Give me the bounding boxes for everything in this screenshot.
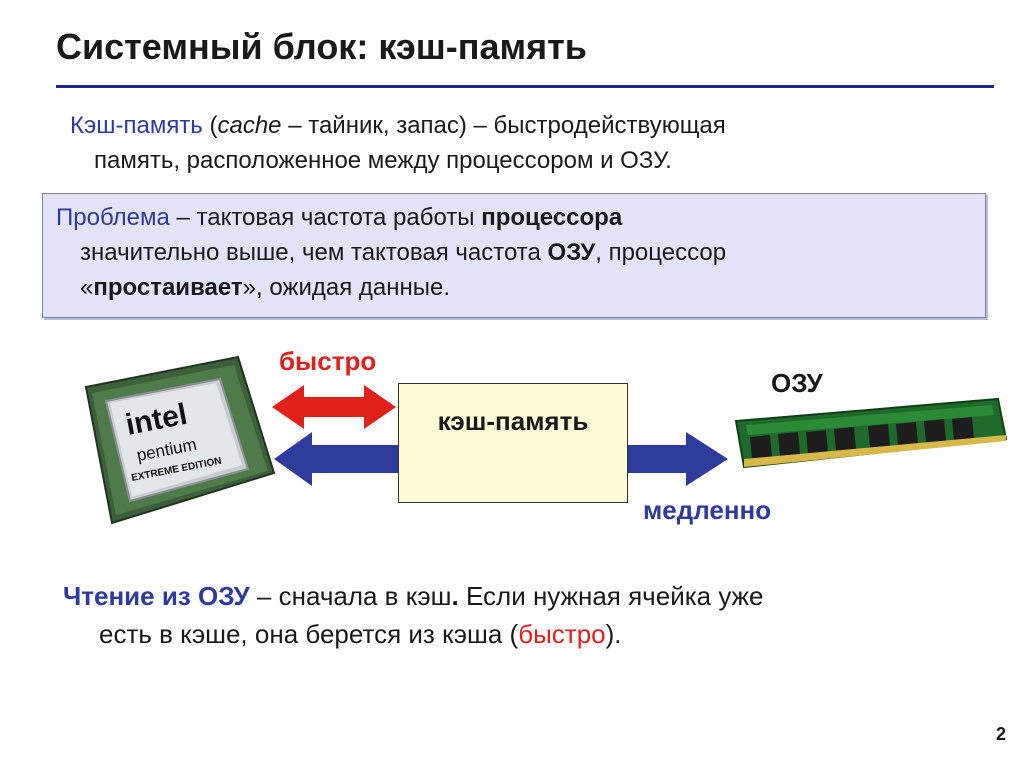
problem-quote-open: «	[80, 274, 94, 301]
problem-line-2: значительно выше, чем тактовая частота О…	[56, 235, 976, 270]
ram-module-image	[734, 397, 1008, 469]
cache-memory-label: кэш-память	[437, 406, 589, 436]
definition-paren-rest: – тайник, запас) – быстродействующая	[281, 112, 726, 139]
definition-line-2: память, расположенное между процессором …	[94, 147, 672, 174]
problem-text-5: », ожидая данные.	[242, 274, 451, 301]
cache-memory-box	[398, 383, 628, 503]
definition-paren-open: (	[202, 112, 218, 139]
title-divider	[56, 85, 994, 88]
slide-title: Системный блок: кэш-память	[56, 26, 587, 67]
fast-arrow	[272, 385, 396, 429]
problem-text-1: – тактовая частота работы	[169, 204, 482, 231]
problem-box	[42, 193, 986, 318]
page-number: 2	[996, 724, 1007, 744]
definition-term: Кэш-память	[70, 112, 203, 139]
problem-term: Проблема	[56, 204, 170, 231]
reading-dot: .	[451, 581, 459, 611]
reading-paragraph: Чтение из ОЗУ – сначала в кэш. Если нужн…	[63, 577, 1003, 653]
ram-label: ОЗУ	[771, 368, 823, 398]
cpu-chip-image: intel pentium EXTREME EDITION	[84, 355, 276, 525]
slow-label: медленно	[643, 495, 772, 525]
problem-bold-idle: простаивает	[93, 274, 243, 301]
problem-paragraph: Проблема – тактовая частота работы проце…	[56, 200, 976, 305]
definition-paragraph: Кэш-память (cache – тайник, запас) – быс…	[70, 108, 970, 178]
problem-text-2: значительно выше, чем тактовая частота	[80, 239, 548, 266]
reading-line-2: есть в кэше, она берется из кэша (быстро…	[63, 615, 1003, 653]
problem-text-3: , процессор	[595, 239, 727, 266]
reading-text-4: ).	[605, 619, 622, 649]
reading-text-1: – сначала в кэш	[249, 581, 452, 611]
reading-term: Чтение из ОЗУ	[63, 581, 250, 611]
reading-fast: быстро	[518, 619, 606, 649]
reading-text-2: Если нужная ячейка уже	[458, 581, 764, 611]
reading-text-3: есть в кэше, она берется из кэша (	[99, 619, 519, 649]
problem-bold-ram: ОЗУ	[547, 239, 596, 266]
problem-line-3: «простаивает», ожидая данные.	[56, 270, 976, 305]
fast-label: быстро	[279, 346, 377, 376]
problem-bold-cpu: процессора	[481, 204, 623, 231]
definition-latin: cache	[217, 112, 282, 139]
